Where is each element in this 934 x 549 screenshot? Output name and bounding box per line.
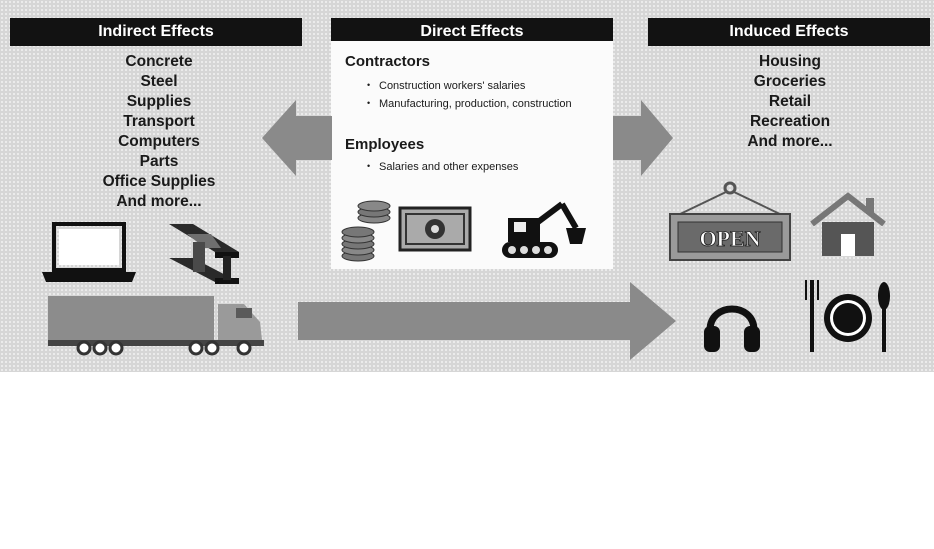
laptop-icon <box>42 222 136 282</box>
direct-effects-panel: Contractors Construction workers' salari… <box>331 41 613 269</box>
contractors-bullet: Construction workers' salaries <box>367 80 525 92</box>
induced-item: Groceries <box>753 73 827 90</box>
right-arrow-bottom <box>298 282 676 360</box>
employees-title: Employees <box>345 136 425 153</box>
contractors-bullet: Manufacturing, production, construction <box>367 98 572 110</box>
induced-effects-header: Induced Effects <box>648 18 930 46</box>
indirect-effects-header: Indirect Effects <box>10 18 302 46</box>
excavator-icon <box>502 201 586 258</box>
contractors-title: Contractors <box>345 53 431 70</box>
indirect-item: Computers <box>118 133 200 150</box>
left-arrow <box>262 100 332 176</box>
indirect-item: And more... <box>116 193 202 210</box>
plate-cutlery-icon <box>805 280 890 352</box>
indirect-effects-list: Concrete Steel Supplies Transport Comput… <box>60 52 258 212</box>
induced-effects-list: Housing Groceries Retail Recreation And … <box>690 52 890 152</box>
induced-item: Recreation <box>749 113 831 130</box>
indirect-item: Concrete <box>125 53 193 70</box>
headphones-icon <box>704 305 760 352</box>
steel-beam-icon <box>169 224 239 284</box>
indirect-item: Parts <box>139 153 179 170</box>
house-icon <box>810 192 886 256</box>
induced-item: Housing <box>759 53 821 70</box>
induced-item: Retail <box>768 93 812 110</box>
money-icon <box>341 200 472 262</box>
right-arrow-top <box>613 100 673 176</box>
induced-item: And more... <box>747 133 833 150</box>
indirect-item: Office Supplies <box>102 173 216 190</box>
indirect-item: Transport <box>123 113 195 130</box>
open-sign-icon: OPEN <box>669 181 791 261</box>
employees-bullet: Salaries and other expenses <box>367 161 518 173</box>
indirect-item: Supplies <box>126 93 192 110</box>
open-sign-text: OPEN <box>699 226 760 251</box>
truck-icon <box>48 296 264 356</box>
indirect-item: Steel <box>140 73 178 90</box>
